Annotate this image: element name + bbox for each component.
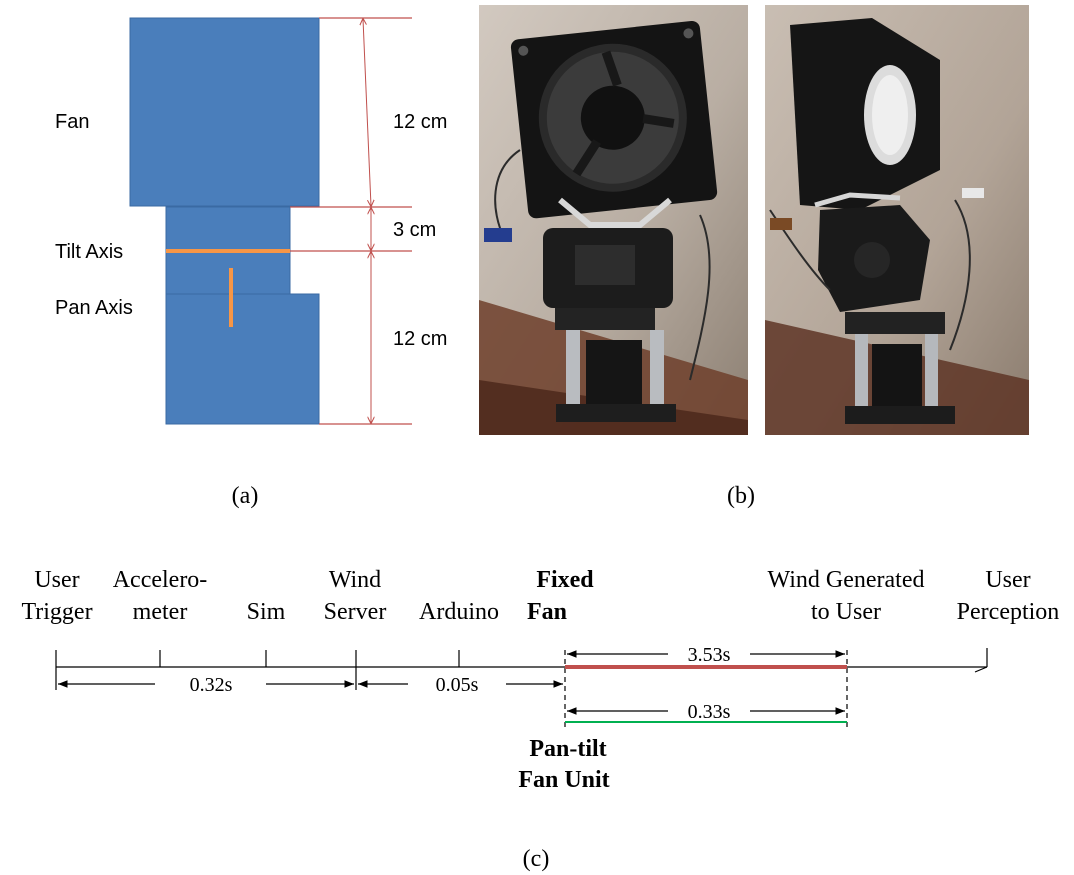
caption-c: (c) (523, 846, 550, 872)
panel-a: Fan Tilt Axis Pan Axis 12 cm 3 cm 12 cm (55, 17, 447, 425)
fan-block (129, 17, 320, 207)
fan-height-arrow (363, 19, 371, 206)
stage-label-user-perception: User (985, 567, 1030, 593)
stage-label-user-trigger: User (34, 567, 79, 593)
fan-label: Fan (55, 111, 89, 133)
stage-label-sim: Sim (247, 599, 286, 625)
pan-base-block (165, 293, 320, 425)
stage-label-fixed-fan: Fixed (536, 567, 594, 593)
stage-label-arduino: Arduino (419, 599, 499, 625)
interval-label-353: 3.53s (688, 644, 731, 666)
panel-c-timeline: User Trigger Accelero- meter Sim Wind Se… (21, 567, 1059, 793)
stage-label-accelerometer: Accelero- (113, 567, 208, 593)
stage-label-wind-server: Wind (329, 567, 381, 593)
stage-label-wind-generated: Wind Generated (768, 567, 925, 593)
base-height-label: 12 cm (393, 328, 447, 350)
pan-axis-label: Pan Axis (55, 297, 133, 319)
caption-a: (a) (232, 483, 259, 509)
stage-label-wind-generated: to User (811, 599, 881, 625)
tilt-axis-label: Tilt Axis (55, 241, 123, 263)
gap-height-label: 3 cm (393, 219, 436, 241)
interval-label-032: 0.32s (190, 674, 233, 696)
fan-height-label: 12 cm (393, 111, 447, 133)
pan-tilt-label: Fan Unit (518, 767, 609, 793)
stage-label-fixed-fan: Fan (527, 599, 567, 625)
side-view-photo (765, 5, 1029, 435)
timeline-end-tip (974, 666, 988, 673)
front-view-photo (479, 5, 748, 435)
caption-b: (b) (727, 483, 755, 509)
stage-label-user-perception: Perception (957, 599, 1060, 625)
stage-label-user-trigger: Trigger (21, 599, 92, 625)
interval-label-005: 0.05s (436, 674, 479, 696)
interval-label-033: 0.33s (688, 701, 731, 723)
panel-b (479, 5, 1029, 435)
pan-tilt-label: Pan-tilt (529, 736, 606, 762)
stage-label-accelerometer: meter (133, 599, 188, 625)
dimension-lines (290, 17, 412, 425)
stage-label-wind-server: Server (324, 599, 387, 625)
